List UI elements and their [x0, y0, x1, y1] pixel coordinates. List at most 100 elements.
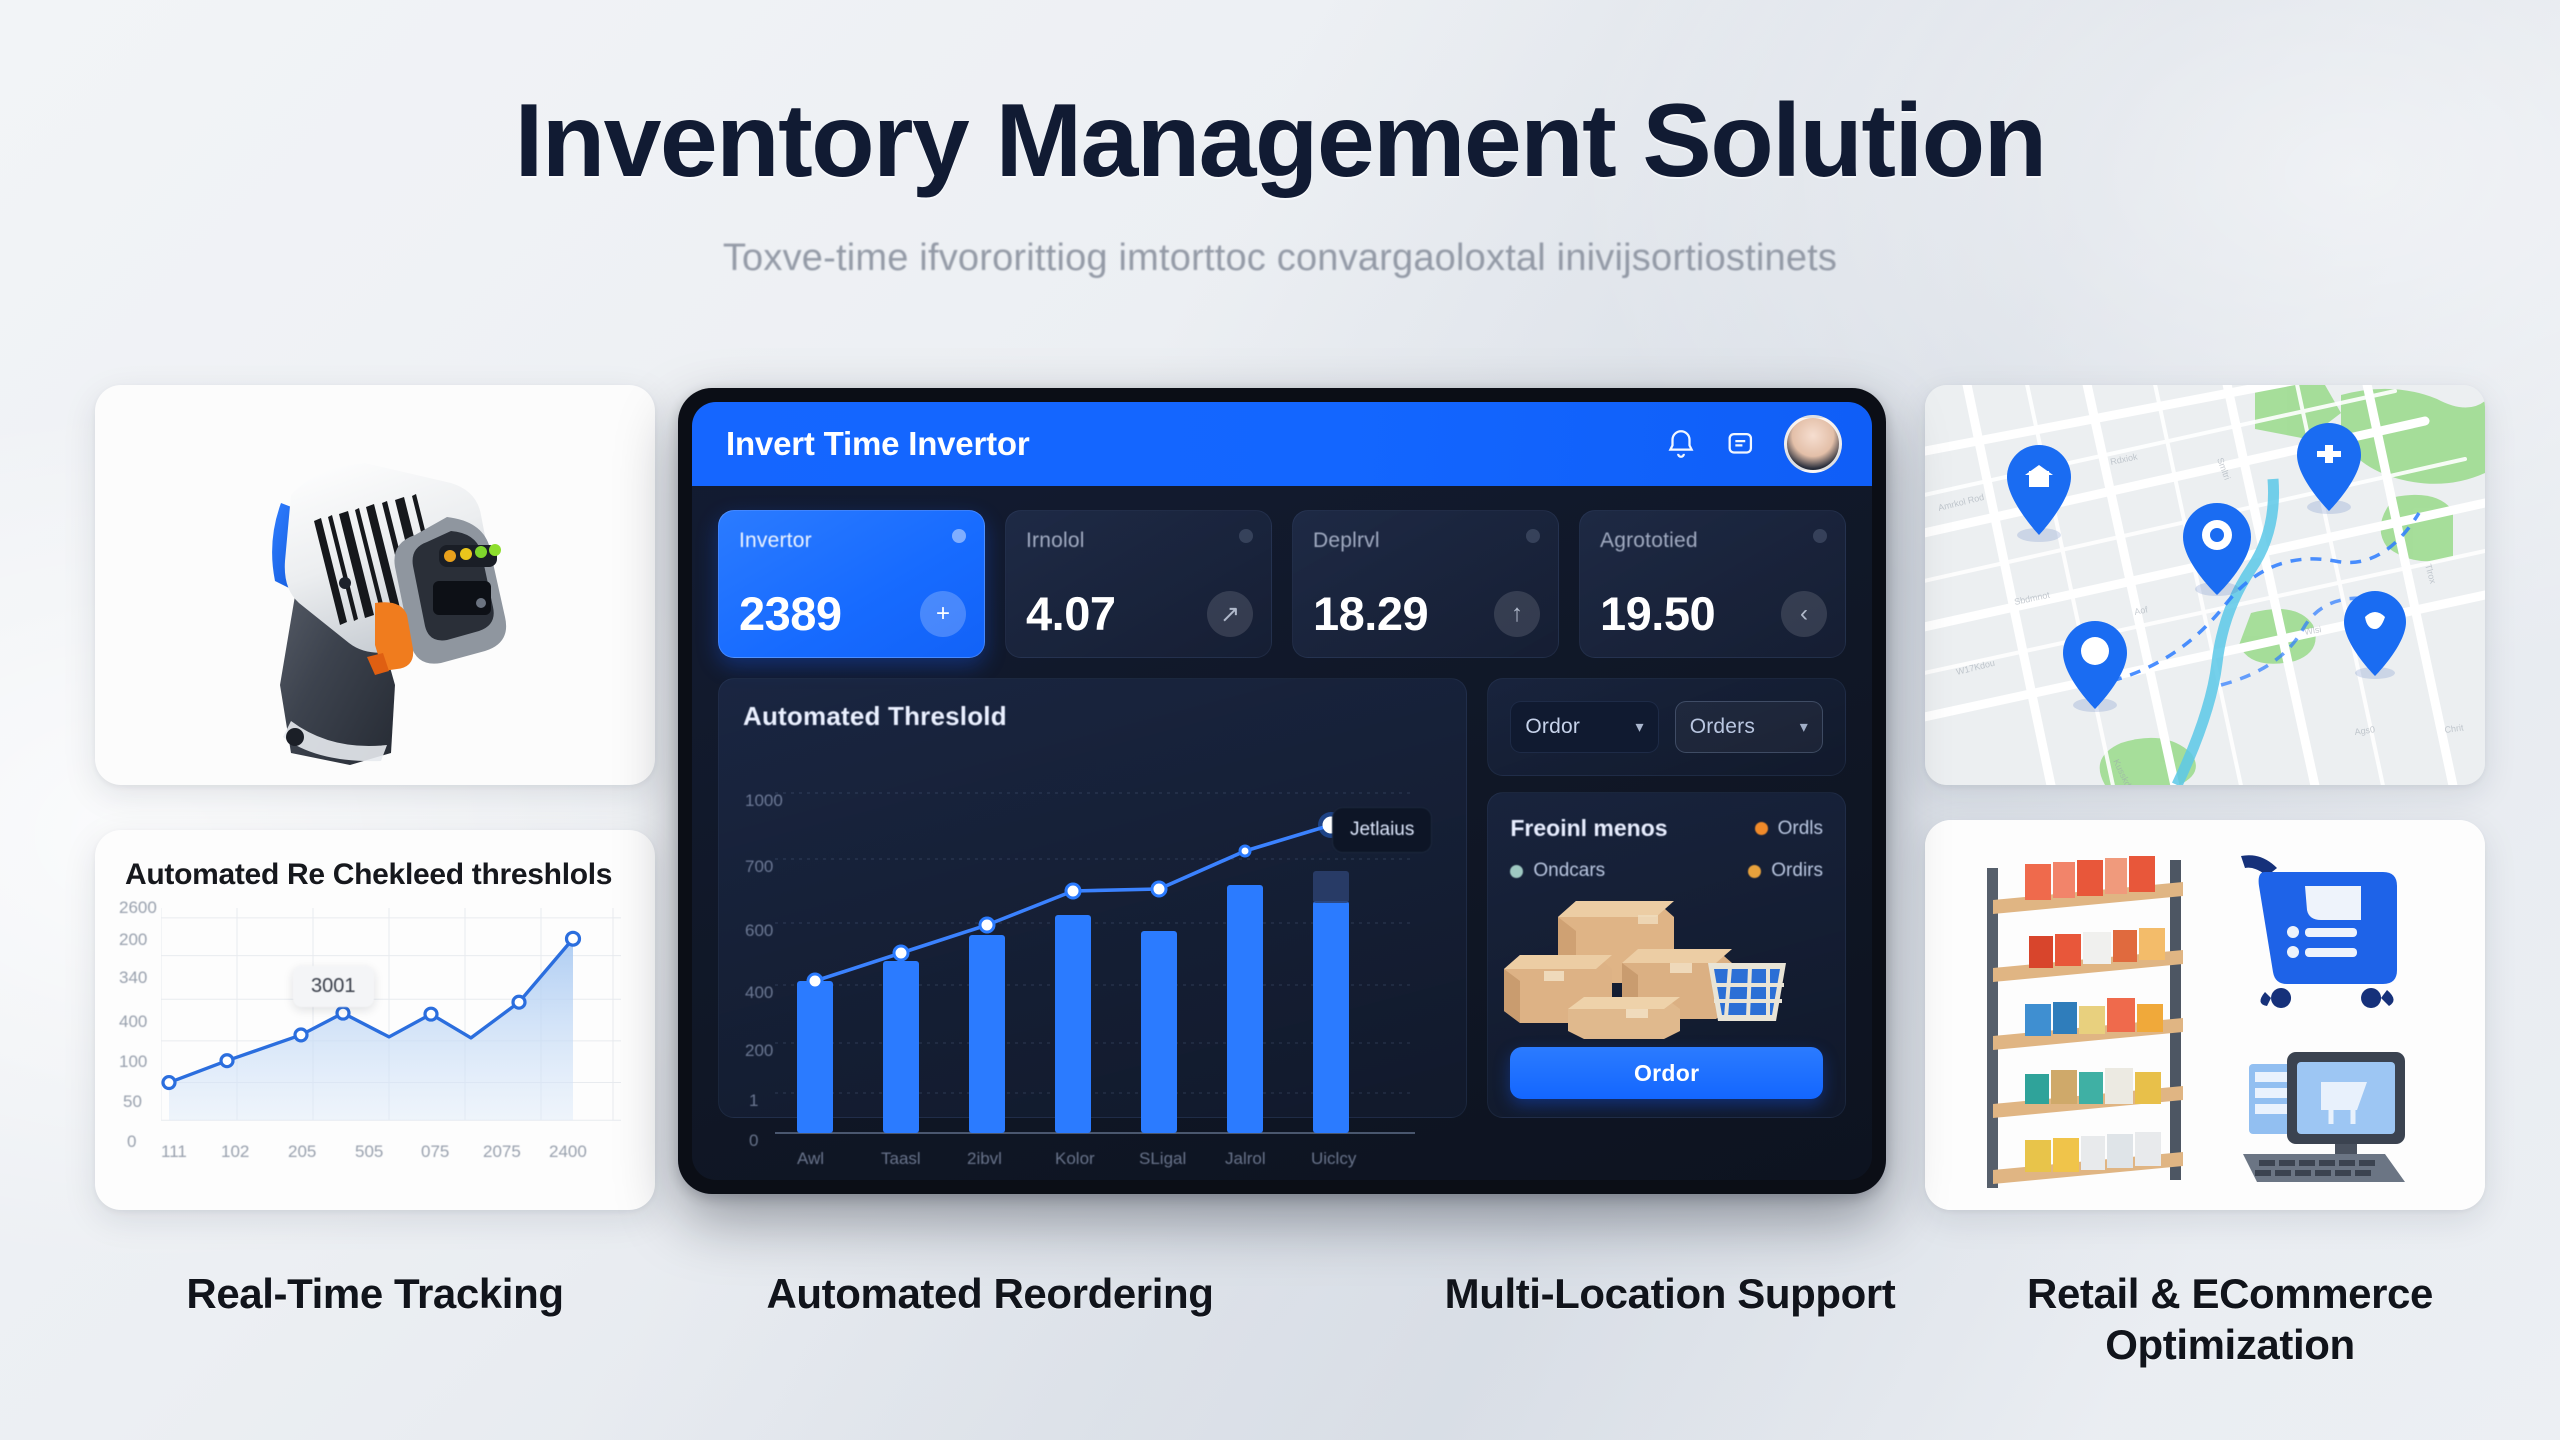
kpi-card-1[interactable]: Irnolol 4.07 ↗ [1005, 510, 1272, 658]
avatar[interactable] [1784, 415, 1842, 473]
y-tick-700: 700 [745, 857, 774, 876]
legend-dot-icon [1748, 864, 1762, 878]
automated-threshold-panel: Automated Threslold 1000 700 600 400 200… [718, 678, 1468, 1168]
x-tick-1: 102 [221, 1142, 250, 1161]
svg-text:Chrit: Chrit [2444, 722, 2465, 735]
y-tick-100: 100 [119, 1052, 148, 1071]
y-tick-50: 50 [123, 1092, 142, 1111]
y-tick-0: 0 [749, 1131, 759, 1150]
x-tick-5: Jalrol [1225, 1149, 1266, 1168]
orders-filter-select[interactable]: Orders ▾ [1674, 701, 1824, 753]
message-icon[interactable] [1724, 427, 1758, 461]
kpi-value: 2389 [739, 587, 842, 640]
kpi-label: Deplrvl [1313, 529, 1380, 552]
order-filter-select[interactable]: Ordor ▾ [1510, 701, 1659, 753]
kpi-value: 19.50 [1600, 587, 1716, 640]
caption-multi-location: Multi-Location Support [1444, 1270, 1896, 1317]
kpi-label: Agrototied [1600, 529, 1698, 552]
legend-label: Ordls [1777, 817, 1823, 839]
reorder-chart-title: Automated Re Chekleed threshlols [125, 858, 613, 891]
y-tick-200: 200 [745, 1041, 774, 1060]
y-tick-340: 340 [119, 968, 148, 987]
threshold-bar-line-chart [775, 792, 1415, 1134]
product-orders-panel: Freoinl menos Ordls Ondcars [1487, 792, 1846, 1118]
legend-header-row: Freoinl menos Ordls [1510, 815, 1823, 842]
x-tick-6: 2400 [549, 1142, 587, 1161]
legend-second-row: Ondcars Ordirs [1510, 860, 1823, 882]
x-tick-2: 2ibvl [967, 1149, 1002, 1168]
kpi-badge-icon: ‹ [1781, 591, 1827, 637]
y-tick-0: 0 [127, 1132, 137, 1151]
x-tick-0: 111 [161, 1142, 187, 1161]
kpi-card-0[interactable]: Invertor 2389 + [718, 510, 985, 658]
x-tick-2: 205 [288, 1142, 317, 1161]
threshold-chart-title: Automated Threslold [743, 701, 1007, 731]
dashboard-topbar: Invert Time Invertor [692, 402, 1872, 486]
x-tick-3: 505 [355, 1142, 384, 1161]
x-tick-6: Uiclcy [1311, 1149, 1357, 1168]
legend-label: Ondcars [1533, 860, 1606, 881]
kpi-card-2[interactable]: Deplrvl 18.29 ↑ [1292, 510, 1559, 658]
kpi-value: 18.29 [1313, 587, 1429, 640]
multi-location-map-card: Rdxiok Smltri Amrkol Rod Sbdmnot W17Kdou… [1925, 385, 2485, 785]
y-tick-400: 400 [119, 1012, 148, 1031]
page-subtitle: Toxve-time ifvororittiog imtorttoc conva… [722, 237, 1838, 279]
kpi-dot-icon [1813, 529, 1827, 543]
svg-text:Ags0: Ags0 [2354, 724, 2376, 737]
x-tick-5: 2075 [483, 1142, 521, 1161]
x-tick-1: Taasl [881, 1149, 921, 1168]
dashboard-screen: Invert Time Invertor Invertor 2389 + [692, 402, 1872, 1180]
chevron-down-icon: ▾ [1799, 719, 1809, 736]
retail-ecommerce-card [1925, 820, 2485, 1210]
x-tick-0: Awl [797, 1149, 825, 1168]
kpi-dot-icon [952, 529, 966, 543]
y-tick-400: 400 [745, 983, 774, 1002]
chevron-down-icon: ▾ [1635, 719, 1644, 736]
hero-section: Inventory Management Solution Toxve-time… [0, 0, 2560, 280]
x-tick-3: Kolor [1055, 1149, 1095, 1168]
kpi-label: Invertor [739, 529, 812, 552]
dashboard-side-column: Ordor ▾ Orders ▾ Freoinl menos Ordls [1487, 678, 1846, 1118]
page-title: Inventory Management Solution [514, 83, 2047, 199]
reorder-chart-tooltip: 3001 [293, 966, 374, 1007]
y-tick-200: 200 [119, 930, 148, 949]
threshold-chart-tooltip: Jetlaius [1331, 807, 1433, 853]
kpi-card-row: Invertor 2389 + Irnolol 4.07 ↗ Deplrvl 1… [692, 486, 1872, 664]
filter-panel: Ordor ▾ Orders ▾ [1487, 678, 1846, 776]
retail-shelf-image [1925, 820, 2485, 1210]
kpi-badge-icon: + [920, 591, 966, 637]
barcode-scanner-image [272, 463, 507, 765]
legend-item-1: Ondcars [1510, 860, 1605, 882]
y-tick-600: 600 [745, 921, 774, 940]
y-tick-1: 1 [749, 1091, 759, 1110]
x-tick-4: 075 [421, 1142, 450, 1161]
caption-retail-ecommerce: Retail & ECommerce Optimization [2027, 1270, 2433, 1369]
city-map-image: Rdxiok Smltri Amrkol Rod Sbdmnot W17Kdou… [1925, 385, 2485, 785]
product-panel-title: Freoinl menos [1510, 815, 1668, 841]
dashboard-tablet: Invert Time Invertor Invertor 2389 + [678, 388, 1886, 1194]
legend-item-2: Ordirs [1748, 860, 1823, 882]
order-button[interactable]: Ordor [1510, 1047, 1823, 1099]
bell-icon[interactable] [1664, 427, 1698, 461]
legend-dot-icon [1754, 822, 1768, 835]
barcode-scanner-card [95, 385, 655, 785]
kpi-dot-icon [1526, 529, 1540, 543]
cardboard-boxes-icon [1504, 901, 1787, 1039]
reorder-chart-plot: 2600 200 340 400 100 50 0 [119, 898, 625, 1161]
caption-real-time-tracking: Real-Time Tracking [186, 1270, 564, 1317]
y-tick-1000: 1000 [745, 791, 783, 810]
automated-reorder-chart-card: Automated Re Chekleed threshlols 2600 20… [95, 830, 655, 1210]
dashboard-title: Invert Time Invertor [726, 425, 1030, 462]
kpi-badge-icon: ↑ [1494, 591, 1540, 637]
caption-automated-reordering: Automated Reordering [766, 1270, 1214, 1317]
kpi-card-3[interactable]: Agrototied 19.50 ‹ [1579, 510, 1846, 658]
kpi-value: 4.07 [1026, 587, 1116, 640]
y-tick-2600: 2600 [119, 898, 157, 917]
kpi-dot-icon [1239, 529, 1253, 543]
kpi-badge-icon: ↗ [1207, 591, 1253, 637]
svg-text:Aof: Aof [2133, 604, 2149, 617]
dashboard-lower-grid: Automated Threslold 1000 700 600 400 200… [692, 664, 1872, 1168]
legend-item-0: Ordls [1754, 817, 1823, 840]
topbar-icon-group [1664, 415, 1842, 473]
svg-text:Wlsi: Wlsi [2304, 624, 2322, 637]
